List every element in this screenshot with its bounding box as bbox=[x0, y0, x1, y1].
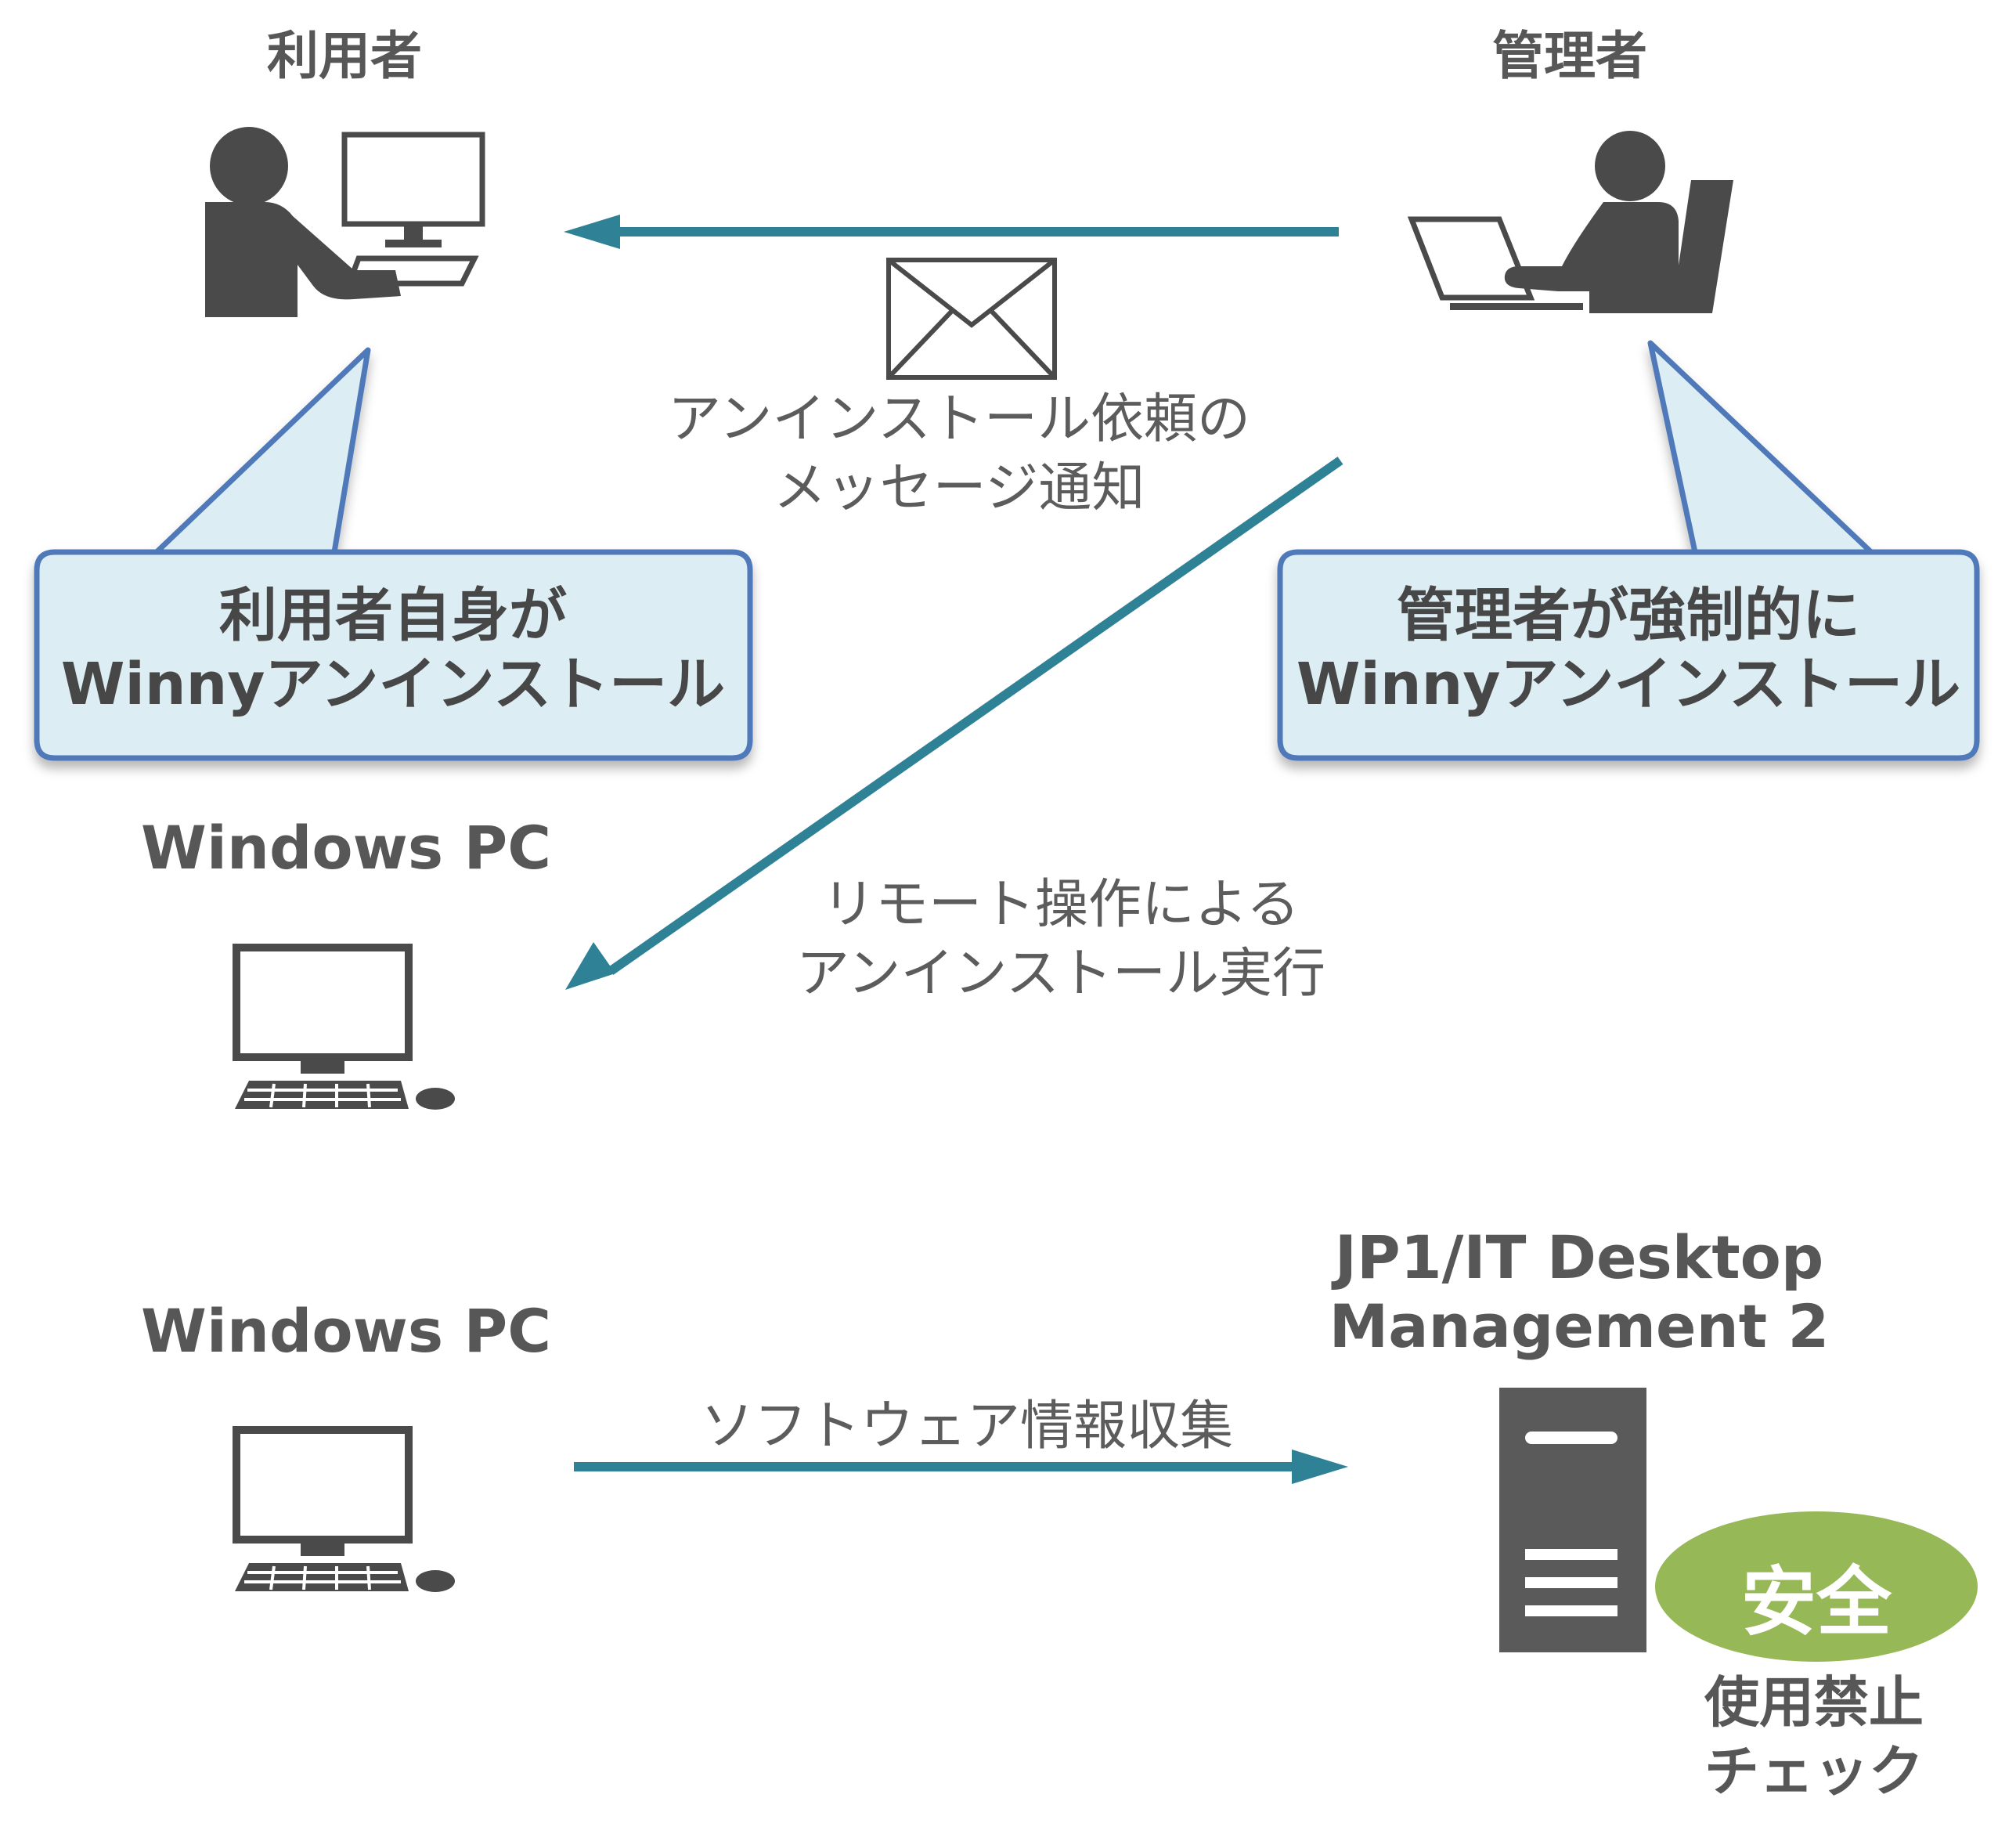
prohibited-check-line2: チェック bbox=[1704, 1739, 1924, 1803]
desktop-pc-icon bbox=[233, 1426, 455, 1592]
message-notify-line1: アンインストール依頼の bbox=[668, 388, 1250, 450]
pc-label-bottom: Windows PC bbox=[141, 1296, 551, 1366]
remote-uninstall-label: リモート操作による アンインストール実行 bbox=[796, 871, 1325, 1009]
user-speech-bubble bbox=[34, 347, 753, 761]
desktop-pc-icon bbox=[233, 944, 455, 1110]
safe-badge bbox=[1655, 1511, 1978, 1662]
arrow-message-notify bbox=[564, 215, 1339, 249]
server-label-line1: JP1/IT Desktop bbox=[1334, 1222, 1824, 1292]
message-notify-label: アンインストール依頼の メッセージ通知 bbox=[668, 385, 1250, 523]
server-label-line2: Management 2 bbox=[1329, 1291, 1830, 1361]
envelope-icon bbox=[886, 258, 1057, 380]
safe-badge-label: 安全 bbox=[1741, 1558, 1892, 1646]
pc-label-top: Windows PC bbox=[141, 813, 551, 883]
user-bubble-text: 利用者自身が Winnyアンインストール bbox=[61, 581, 725, 719]
remote-uninstall-line1: リモート操作による bbox=[822, 874, 1300, 936]
software-collect-label: ソフトウェア情報収集 bbox=[700, 1395, 1234, 1457]
user-bubble-line2: Winnyアンインストール bbox=[60, 651, 726, 718]
admin-bubble-text: 管理者が強制的に Winnyアンインストール bbox=[1297, 581, 1960, 719]
prohibited-check-label: 使用禁止 チェック bbox=[1704, 1668, 1924, 1806]
admin-speech-bubble bbox=[1277, 340, 1980, 761]
role-label-admin: 管理者 bbox=[1492, 26, 1647, 86]
arrow-software-collect bbox=[574, 1450, 1348, 1484]
server-icon bbox=[1499, 1388, 1646, 1652]
role-label-user: 利用者 bbox=[267, 26, 422, 86]
admin-bubble-line2: Winnyアンインストール bbox=[1296, 651, 1961, 718]
admin-bubble-line1: 管理者が強制的に bbox=[1397, 582, 1860, 649]
prohibited-check-line1: 使用禁止 bbox=[1704, 1670, 1924, 1735]
person-at-desktop-icon bbox=[205, 127, 485, 317]
server-label: JP1/IT Desktop Management 2 bbox=[1329, 1223, 1830, 1361]
remote-uninstall-line2: アンインストール実行 bbox=[796, 943, 1325, 1005]
person-at-laptop-icon bbox=[1407, 131, 1733, 313]
user-bubble-line1: 利用者自身が bbox=[219, 582, 567, 649]
message-notify-line2: メッセージ通知 bbox=[773, 457, 1145, 519]
arrow-remote-uninstall bbox=[565, 457, 1343, 990]
